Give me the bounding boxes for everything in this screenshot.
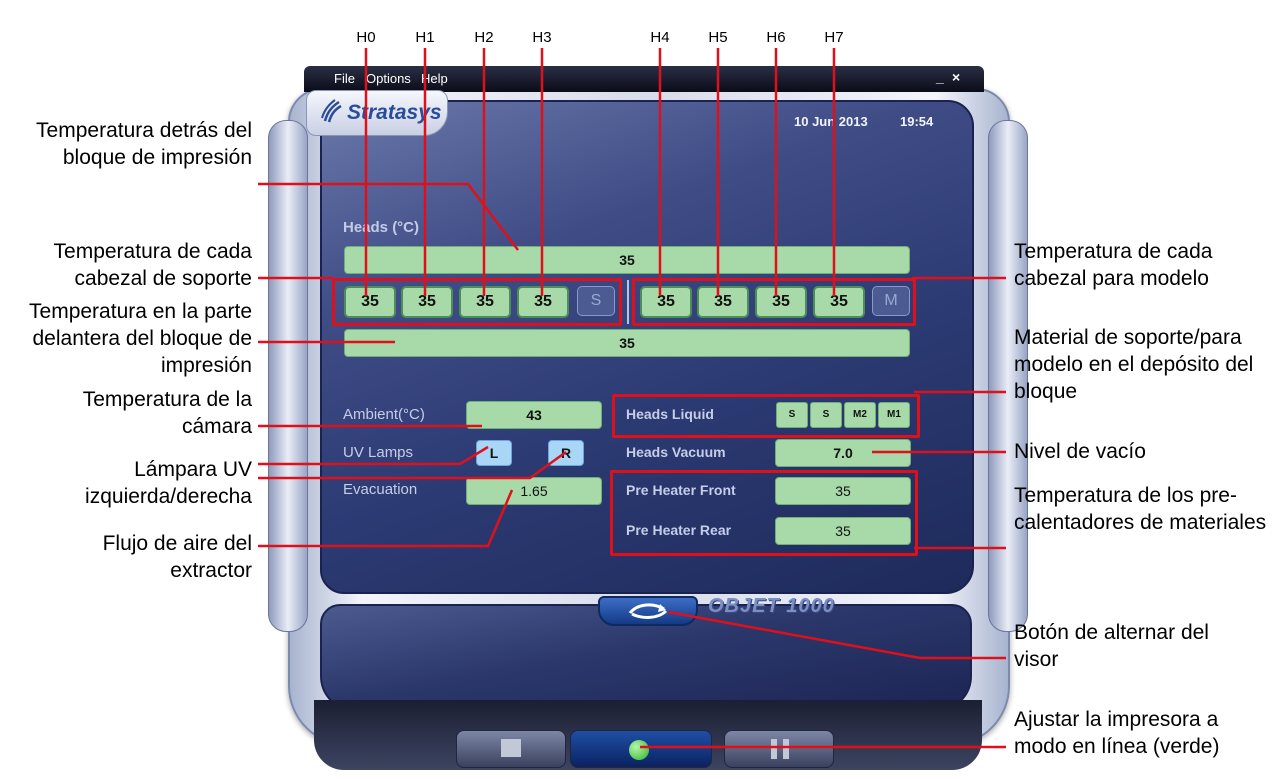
note-model-heads: Temperatura de cada cabezal para modelo: [1014, 240, 1213, 290]
label-h7: H7: [824, 29, 844, 46]
note-vacuum: Nivel de vacío: [1014, 440, 1146, 463]
toggle-viewer-icon: [628, 603, 668, 619]
highlight-model-heads: [632, 278, 916, 326]
minimize-button[interactable]: _: [936, 69, 944, 85]
model-marker: M: [872, 286, 910, 316]
right-frame-bumper: [988, 120, 1028, 632]
leader-toggle: [667, 610, 1006, 660]
liquid-m2: M2: [844, 402, 876, 428]
heads-liquid-label: Heads Liquid: [626, 406, 714, 422]
pre-heater-rear-label: Pre Heater Rear: [626, 522, 732, 538]
time-display: 19:54: [900, 114, 934, 129]
toggle-viewer-button[interactable]: [598, 596, 698, 626]
label-h6: H6: [766, 29, 786, 46]
note-toggle: Botón de alternar del visor: [1014, 621, 1209, 671]
leader-uv-left: [258, 445, 489, 466]
support-marker: S: [577, 286, 615, 316]
rear-block-temp: 35: [344, 246, 910, 274]
note-airflow: Flujo de aire del extractor: [102, 532, 252, 582]
highlight-support-heads: [332, 278, 622, 326]
pause-button[interactable]: [724, 730, 834, 768]
note-rear-block: Temperatura detrás del bloque de impresi…: [36, 119, 252, 169]
close-button[interactable]: ×: [952, 69, 961, 85]
head-h5-temp: 35: [697, 286, 749, 318]
label-h2: H2: [474, 29, 494, 46]
leader-uv-right: [258, 450, 567, 480]
uv-lamps-label: UV Lamps: [343, 444, 414, 461]
head-h7-temp: 35: [813, 286, 865, 318]
liquid-m1: M1: [878, 402, 910, 428]
evacuation-label: Evacuation: [343, 481, 418, 498]
ambient-label: Ambient(°C): [343, 406, 425, 423]
online-icon: [629, 740, 649, 760]
printer-model-name: OBJET 1000: [708, 595, 835, 617]
ambient-value: 43: [466, 401, 602, 429]
front-block-temp: 35: [344, 329, 910, 357]
label-h5: H5: [708, 29, 728, 46]
menu-options[interactable]: Options: [366, 71, 411, 86]
heads-divider: [627, 280, 629, 324]
highlight-preheaters: [610, 470, 918, 556]
head-h1-temp: 35: [401, 286, 453, 318]
head-h0-temp: 35: [344, 286, 396, 318]
pre-heater-front-label: Pre Heater Front: [626, 482, 736, 498]
stratasys-logo-icon: [321, 99, 342, 123]
note-chamber: Temperatura de la cámara: [82, 388, 252, 438]
note-support-heads: Temperatura de cada cabezal de soporte: [53, 240, 252, 290]
pre-heater-front-value: 35: [775, 477, 911, 505]
title-bar: File Options Help _ ×: [304, 66, 984, 92]
head-h6-temp: 35: [755, 286, 807, 318]
stop-icon: [501, 739, 521, 757]
pause-icon: [771, 739, 791, 759]
leader-rear-block: [258, 182, 519, 251]
note-uv: Lámpara UV izquierda/derecha: [85, 458, 252, 508]
liquid-s1: S: [776, 402, 808, 428]
head-h4-temp: 35: [640, 286, 692, 318]
date-display: 10 Jun 2013: [794, 114, 868, 129]
label-h3: H3: [532, 29, 552, 46]
note-front-block: Temperatura en la parte delantera del bl…: [29, 300, 252, 377]
pre-heater-rear-value: 35: [775, 517, 911, 545]
evacuation-value: 1.65: [466, 477, 602, 505]
menu-file[interactable]: File: [334, 71, 355, 86]
note-preheaters: Temperatura de los pre-calentadores de m…: [1014, 484, 1267, 534]
label-h0: H0: [356, 29, 376, 46]
note-material: Material de soporte/para modelo en el de…: [1014, 326, 1254, 403]
stop-button[interactable]: [456, 730, 566, 768]
heads-vacuum-label: Heads Vacuum: [626, 444, 726, 460]
highlight-heads-liquid: [612, 394, 920, 438]
logo-text: Stratasys: [347, 101, 442, 124]
heads-section-label: Heads (°C): [343, 219, 420, 236]
label-h1: H1: [415, 29, 435, 46]
online-button[interactable]: [570, 730, 712, 768]
uv-left-button[interactable]: L: [476, 440, 512, 466]
menu-help[interactable]: Help: [421, 71, 448, 86]
note-online: Ajustar la impresora a modo en línea (ve…: [1014, 708, 1220, 758]
label-h4: H4: [650, 29, 670, 46]
leader-airflow: [258, 489, 514, 548]
liquid-s2: S: [810, 402, 842, 428]
